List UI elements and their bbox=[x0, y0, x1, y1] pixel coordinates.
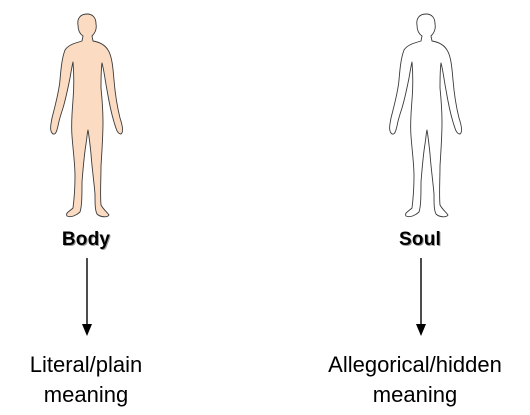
body-meaning-line1: Literal/plain bbox=[0, 350, 172, 380]
soul-label: Soul bbox=[360, 229, 480, 251]
body-down-arrow-icon bbox=[80, 258, 94, 343]
soul-down-arrow-icon bbox=[414, 258, 428, 343]
body-label: Body bbox=[26, 229, 146, 251]
body-meaning-text: Literal/plain meaning bbox=[0, 350, 172, 410]
body-figure-silhouette bbox=[51, 14, 123, 217]
body-meaning-line2: meaning bbox=[0, 380, 172, 410]
soul-meaning-line1: Allegorical/hidden bbox=[300, 350, 530, 380]
soul-meaning-line2: meaning bbox=[300, 380, 530, 410]
soul-figure-silhouette bbox=[390, 14, 462, 217]
soul-meaning-text: Allegorical/hidden meaning bbox=[300, 350, 530, 410]
soul-figure-icon bbox=[376, 8, 476, 223]
body-figure-icon bbox=[37, 8, 137, 223]
